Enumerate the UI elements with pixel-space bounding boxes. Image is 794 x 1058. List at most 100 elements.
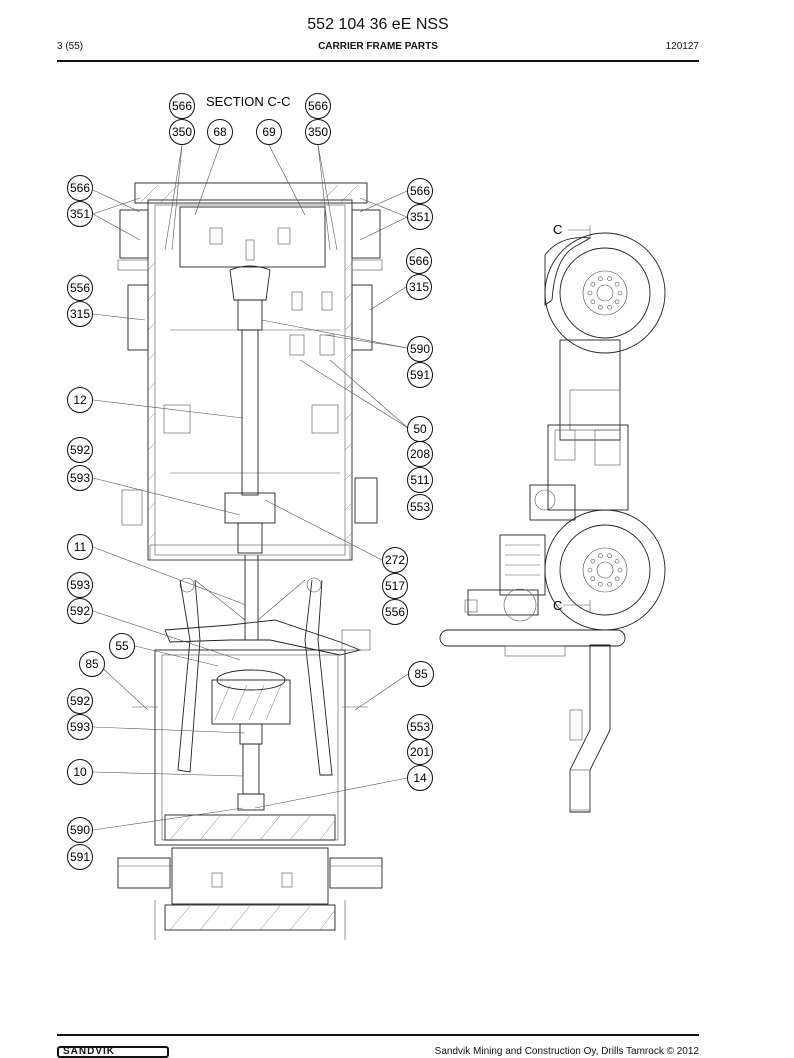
- wheel-stud: [607, 581, 612, 587]
- callout-566: 566: [169, 93, 195, 119]
- callout-balloon: [67, 275, 93, 301]
- callout-517: 517: [382, 573, 408, 599]
- callout-593: 593: [67, 465, 93, 491]
- callout-balloon: [305, 119, 331, 145]
- callout-number: 351: [410, 210, 430, 224]
- wheel-stud: [598, 553, 603, 559]
- callout-number: 69: [262, 125, 276, 139]
- callout-10: 10: [67, 759, 93, 785]
- callout-69: 69: [256, 119, 282, 145]
- wheel-stud: [598, 276, 603, 282]
- callout-593: 593: [67, 572, 93, 598]
- footer-copyright: Sandvik Mining and Construction Oy, Dril…: [434, 1046, 699, 1057]
- callout-balloon: [67, 714, 93, 740]
- callout-number: 592: [70, 694, 90, 708]
- wheel-stud: [607, 276, 612, 282]
- callout-balloon: [305, 93, 331, 119]
- callout-balloon: [109, 633, 135, 659]
- callout-number: 68: [213, 125, 227, 139]
- wheel-stud: [587, 567, 593, 573]
- callout-553: 553: [407, 494, 433, 520]
- callout-balloon: [407, 178, 433, 204]
- callout-number: 590: [70, 823, 90, 837]
- callout-balloon: [406, 274, 432, 300]
- callout-balloon: [407, 362, 433, 388]
- callout-number: 351: [70, 207, 90, 221]
- callout-number: 553: [410, 720, 430, 734]
- page-title: CARRIER FRAME PARTS: [318, 41, 438, 52]
- wheel-stud: [590, 558, 596, 564]
- callout-balloon: [67, 817, 93, 843]
- callout-12: 12: [67, 387, 93, 413]
- callout-balloon: [67, 688, 93, 714]
- callout-566: 566: [67, 175, 93, 201]
- callout-number: 350: [172, 125, 192, 139]
- callout-566: 566: [305, 93, 331, 119]
- callout-balloon: [67, 844, 93, 870]
- callout-number: 566: [409, 254, 429, 268]
- callout-68: 68: [207, 119, 233, 145]
- callout-11: 11: [67, 534, 93, 560]
- callout-balloon: [256, 119, 282, 145]
- callout-number: 566: [70, 181, 90, 195]
- leader-lines: [92, 144, 409, 831]
- callout-556: 556: [382, 599, 408, 625]
- company-logo: SANDVIK: [57, 1046, 169, 1058]
- callout-number: 592: [70, 604, 90, 618]
- callout-number: 591: [410, 368, 430, 382]
- callout-592: 592: [67, 688, 93, 714]
- wheel-stud: [587, 290, 593, 296]
- callout-balloon: [169, 119, 195, 145]
- callout-201: 201: [407, 739, 433, 765]
- document-number: 552 104 36 eE NSS: [307, 16, 449, 33]
- callout-balloon: [169, 93, 195, 119]
- callout-number: 553: [410, 500, 430, 514]
- callout-315: 315: [406, 274, 432, 300]
- callout-number: 85: [85, 657, 99, 671]
- callout-number: 50: [413, 422, 427, 436]
- callout-number: 11: [74, 540, 87, 554]
- callout-number: 511: [410, 473, 429, 487]
- wheel-stud: [607, 553, 612, 559]
- callout-balloon: [407, 336, 433, 362]
- callout-balloon: [67, 301, 93, 327]
- wheel-stud: [614, 299, 620, 305]
- callout-balloon: [407, 494, 433, 520]
- wheel-stud: [607, 304, 612, 310]
- callout-591: 591: [407, 362, 433, 388]
- callout-balloon: [382, 547, 408, 573]
- callout-balloon: [382, 599, 408, 625]
- wheel-stud: [590, 281, 596, 287]
- callout-556: 556: [67, 275, 93, 301]
- callout-balloon: [407, 204, 433, 230]
- callout-55: 55: [109, 633, 135, 659]
- callout-number: 350: [308, 125, 328, 139]
- callout-number: 566: [410, 184, 430, 198]
- carrier-frame-side-view: [439, 225, 666, 813]
- callout-350: 350: [305, 119, 331, 145]
- callout-85: 85: [408, 661, 434, 687]
- callout-592: 592: [67, 437, 93, 463]
- callout-number: 593: [70, 471, 90, 485]
- callout-number: 208: [410, 447, 430, 461]
- wheel-stud: [590, 576, 596, 582]
- callout-566: 566: [407, 178, 433, 204]
- callout-number: 556: [385, 605, 405, 619]
- wheel-stud: [617, 567, 623, 573]
- callout-590: 590: [67, 817, 93, 843]
- callout-balloon: [67, 465, 93, 491]
- callout-351: 351: [407, 204, 433, 230]
- footer-rule: [57, 1034, 699, 1036]
- callout-balloon: [67, 387, 93, 413]
- callout-number: 593: [70, 578, 90, 592]
- callout-590: 590: [407, 336, 433, 362]
- wheel-stud: [614, 558, 620, 564]
- callout-balloon: [408, 661, 434, 687]
- callout-553: 553: [407, 714, 433, 740]
- section-marker-top: C: [553, 222, 562, 237]
- callout-number: 10: [73, 765, 87, 779]
- callout-350: 350: [169, 119, 195, 145]
- wheel-stud: [590, 299, 596, 305]
- callout-number: 201: [410, 745, 430, 759]
